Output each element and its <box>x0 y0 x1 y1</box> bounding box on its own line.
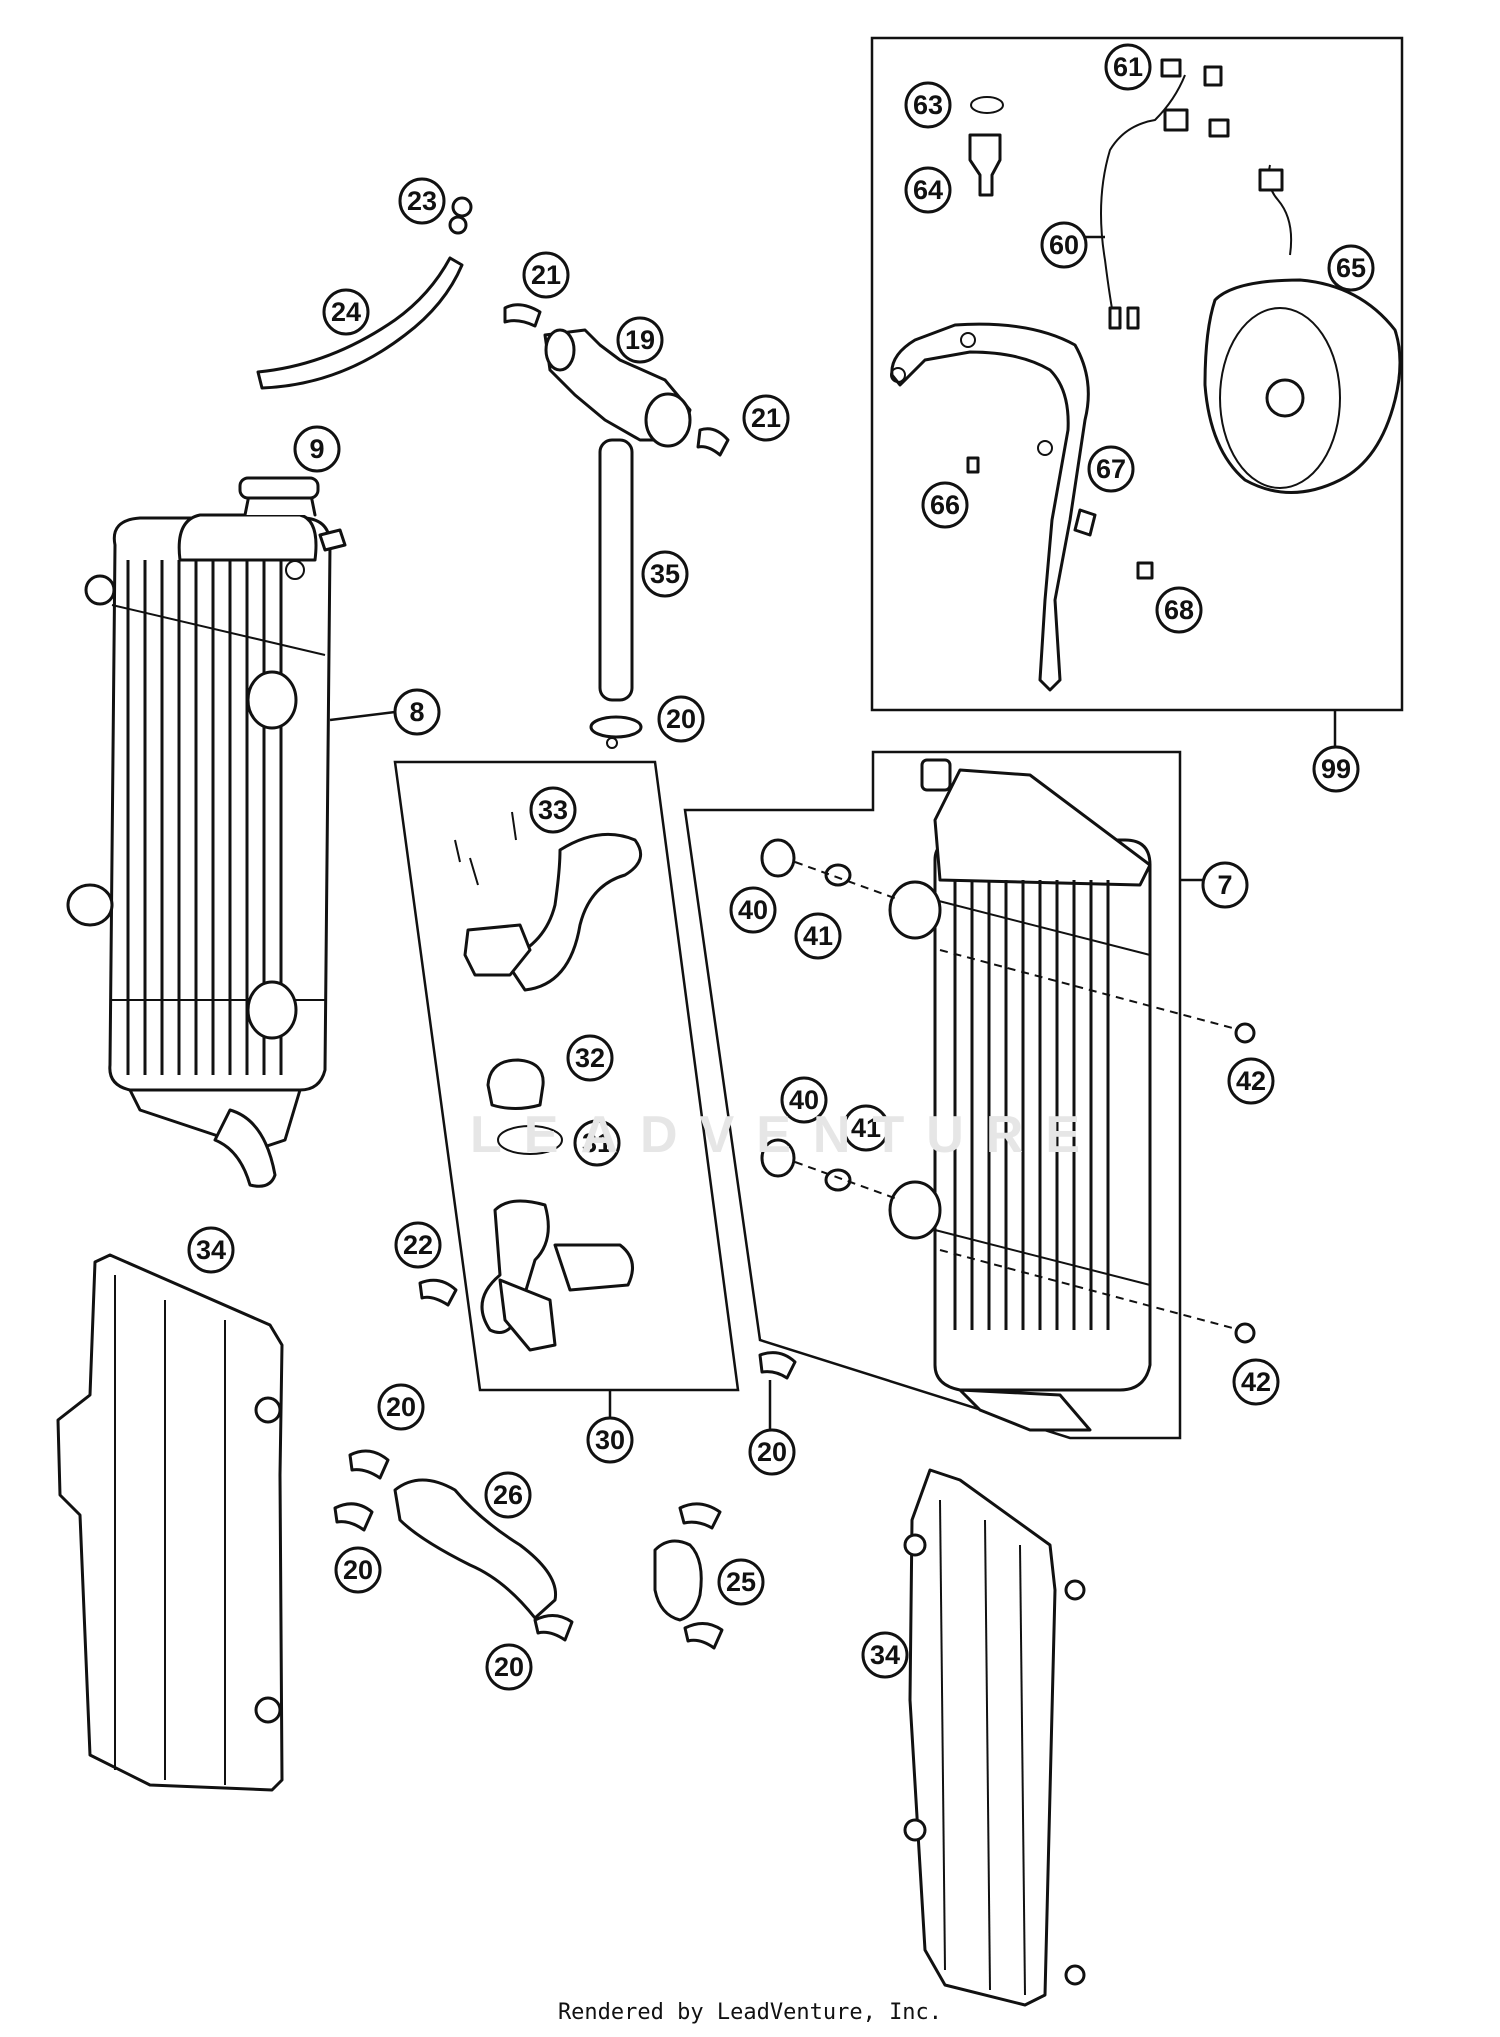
svg-text:64: 64 <box>913 175 943 205</box>
svg-text:60: 60 <box>1049 230 1079 260</box>
callout-24: 24 <box>322 288 370 336</box>
svg-text:66: 66 <box>930 490 960 520</box>
svg-text:26: 26 <box>493 1480 523 1510</box>
callout-21: 21 <box>522 251 570 299</box>
callout-68: 68 <box>1155 586 1203 634</box>
svg-text:40: 40 <box>789 1085 819 1115</box>
svg-text:41: 41 <box>851 1113 881 1143</box>
svg-text:8: 8 <box>409 697 424 727</box>
svg-text:23: 23 <box>407 186 437 216</box>
callout-40: 40 <box>729 886 777 934</box>
callout-19: 19 <box>616 316 664 364</box>
callout-40: 40 <box>780 1076 828 1124</box>
svg-text:20: 20 <box>757 1437 787 1467</box>
callout-41: 41 <box>794 912 842 960</box>
svg-text:65: 65 <box>1336 253 1366 283</box>
callout-20: 20 <box>377 1383 425 1431</box>
callout-32: 32 <box>566 1034 614 1082</box>
callout-41: 41 <box>842 1104 890 1152</box>
svg-text:32: 32 <box>575 1043 605 1073</box>
left-radiator <box>66 476 347 1188</box>
callout-7: 7 <box>1201 861 1249 909</box>
callout-8: 8 <box>393 688 441 736</box>
svg-text:99: 99 <box>1321 754 1351 784</box>
svg-text:67: 67 <box>1096 454 1126 484</box>
svg-text:41: 41 <box>803 921 833 951</box>
hose-connector <box>503 303 730 457</box>
svg-text:61: 61 <box>1113 52 1143 82</box>
callout-20: 20 <box>485 1643 533 1691</box>
callout-9: 9 <box>293 425 341 473</box>
svg-text:21: 21 <box>751 403 781 433</box>
breather-hose <box>256 256 464 390</box>
svg-text:33: 33 <box>538 795 568 825</box>
left-radiator-shroud <box>56 1253 284 1792</box>
callout-22: 22 <box>394 1221 442 1269</box>
callout-67: 67 <box>1087 445 1135 493</box>
svg-text:24: 24 <box>331 297 361 327</box>
svg-text:30: 30 <box>595 1425 625 1455</box>
callout-66: 66 <box>921 481 969 529</box>
callout-34: 34 <box>861 1631 909 1679</box>
fan-kit-parts <box>890 58 1402 692</box>
svg-text:25: 25 <box>726 1567 756 1597</box>
callout-20: 20 <box>657 695 705 743</box>
callout-34: 34 <box>187 1226 235 1274</box>
svg-text:63: 63 <box>913 90 943 120</box>
svg-text:21: 21 <box>531 260 561 290</box>
svg-text:20: 20 <box>386 1392 416 1422</box>
callout-65: 65 <box>1327 244 1375 292</box>
callout-21: 21 <box>742 394 790 442</box>
svg-text:7: 7 <box>1217 870 1232 900</box>
callout-31: 31 <box>573 1119 621 1167</box>
svg-text:34: 34 <box>196 1235 226 1265</box>
right-radiator-box <box>683 750 1182 1440</box>
svg-text:9: 9 <box>309 434 324 464</box>
coolant-pipe <box>598 438 634 702</box>
fan-kit-box <box>870 36 1404 712</box>
svg-text:40: 40 <box>738 895 768 925</box>
callout-61: 61 <box>1104 43 1152 91</box>
right-radiator-shroud <box>908 1468 1057 2007</box>
callout-20: 20 <box>748 1428 796 1476</box>
lower-hose <box>393 1478 558 1620</box>
render-credit: Rendered by LeadVenture, Inc. <box>557 2000 943 2025</box>
callout-99: 99 <box>1312 745 1360 793</box>
svg-text:20: 20 <box>343 1555 373 1585</box>
svg-text:19: 19 <box>625 325 655 355</box>
watermark: LEADVENTURE <box>470 1106 1103 1164</box>
svg-text:68: 68 <box>1164 595 1194 625</box>
callout-42: 42 <box>1227 1057 1275 1105</box>
thermostat-kit-box <box>393 760 740 1392</box>
callout-30: 30 <box>586 1416 634 1464</box>
callout-26: 26 <box>484 1471 532 1519</box>
callout-33: 33 <box>529 786 577 834</box>
callout-64: 64 <box>904 166 952 214</box>
svg-text:31: 31 <box>582 1128 612 1158</box>
svg-text:22: 22 <box>403 1230 433 1260</box>
callout-35: 35 <box>641 550 689 598</box>
right-radiator <box>888 758 1152 1432</box>
callout-63: 63 <box>904 81 952 129</box>
callout-25: 25 <box>717 1558 765 1606</box>
callout-60: 60 <box>1040 221 1088 269</box>
callout-42: 42 <box>1232 1358 1280 1406</box>
svg-text:34: 34 <box>870 1640 900 1670</box>
callout-20: 20 <box>334 1546 382 1594</box>
svg-text:35: 35 <box>650 559 680 589</box>
upper-hose <box>653 1539 703 1622</box>
svg-text:42: 42 <box>1236 1066 1266 1096</box>
thermostat-housing <box>454 811 643 1352</box>
svg-text:20: 20 <box>494 1652 524 1682</box>
svg-text:42: 42 <box>1241 1367 1271 1397</box>
callout-23: 23 <box>398 177 446 225</box>
svg-text:20: 20 <box>666 704 696 734</box>
